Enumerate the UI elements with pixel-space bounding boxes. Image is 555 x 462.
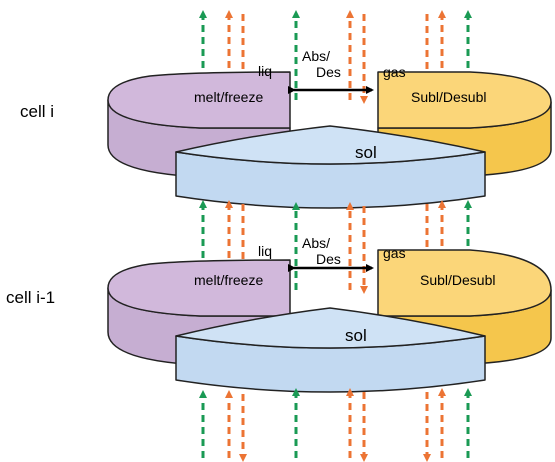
- exchange-lower: Abs/ Des: [288, 235, 374, 272]
- cell-lower: liq melt/freeze gas Subl/Desubl sol Abs/…: [6, 235, 552, 393]
- cell-label: cell i: [20, 102, 54, 121]
- exchange-label-line2: Des: [316, 251, 341, 267]
- gas-process-label: Subl/Desubl: [411, 89, 487, 105]
- exchange-label-line2: Des: [316, 64, 341, 80]
- liquid-block-top: [107, 71, 291, 129]
- exchange-upper: Abs/ Des: [288, 48, 374, 94]
- cell-label: cell i-1: [6, 288, 55, 307]
- exchange-label-line1: Abs/: [302, 48, 330, 64]
- gas-label: gas: [383, 64, 406, 80]
- liquid-process-label: melt/freeze: [194, 272, 263, 288]
- flux-arrows-lower: [199, 388, 472, 462]
- gas-block-top: [377, 71, 552, 129]
- gas-block-top: [377, 249, 552, 317]
- liquid-label: liq: [258, 63, 272, 79]
- solid-block-top: [175, 307, 486, 349]
- solid-phase-upper: sol: [175, 125, 486, 209]
- gas-process-label: Subl/Desubl: [420, 272, 496, 288]
- solid-label: sol: [355, 143, 377, 162]
- solid-phase-lower: sol: [175, 307, 486, 393]
- liquid-process-label: melt/freeze: [194, 89, 263, 105]
- liquid-block-top: [107, 259, 291, 317]
- liquid-label: liq: [258, 243, 272, 259]
- solid-label: sol: [345, 326, 367, 345]
- flux-arrows-upper: [199, 10, 472, 104]
- solid-block-top: [175, 125, 486, 165]
- cell-upper: liq melt/freeze gas Subl/Desubl sol Abs/…: [20, 10, 552, 209]
- gas-label: gas: [383, 245, 406, 261]
- exchange-label-line1: Abs/: [302, 235, 330, 251]
